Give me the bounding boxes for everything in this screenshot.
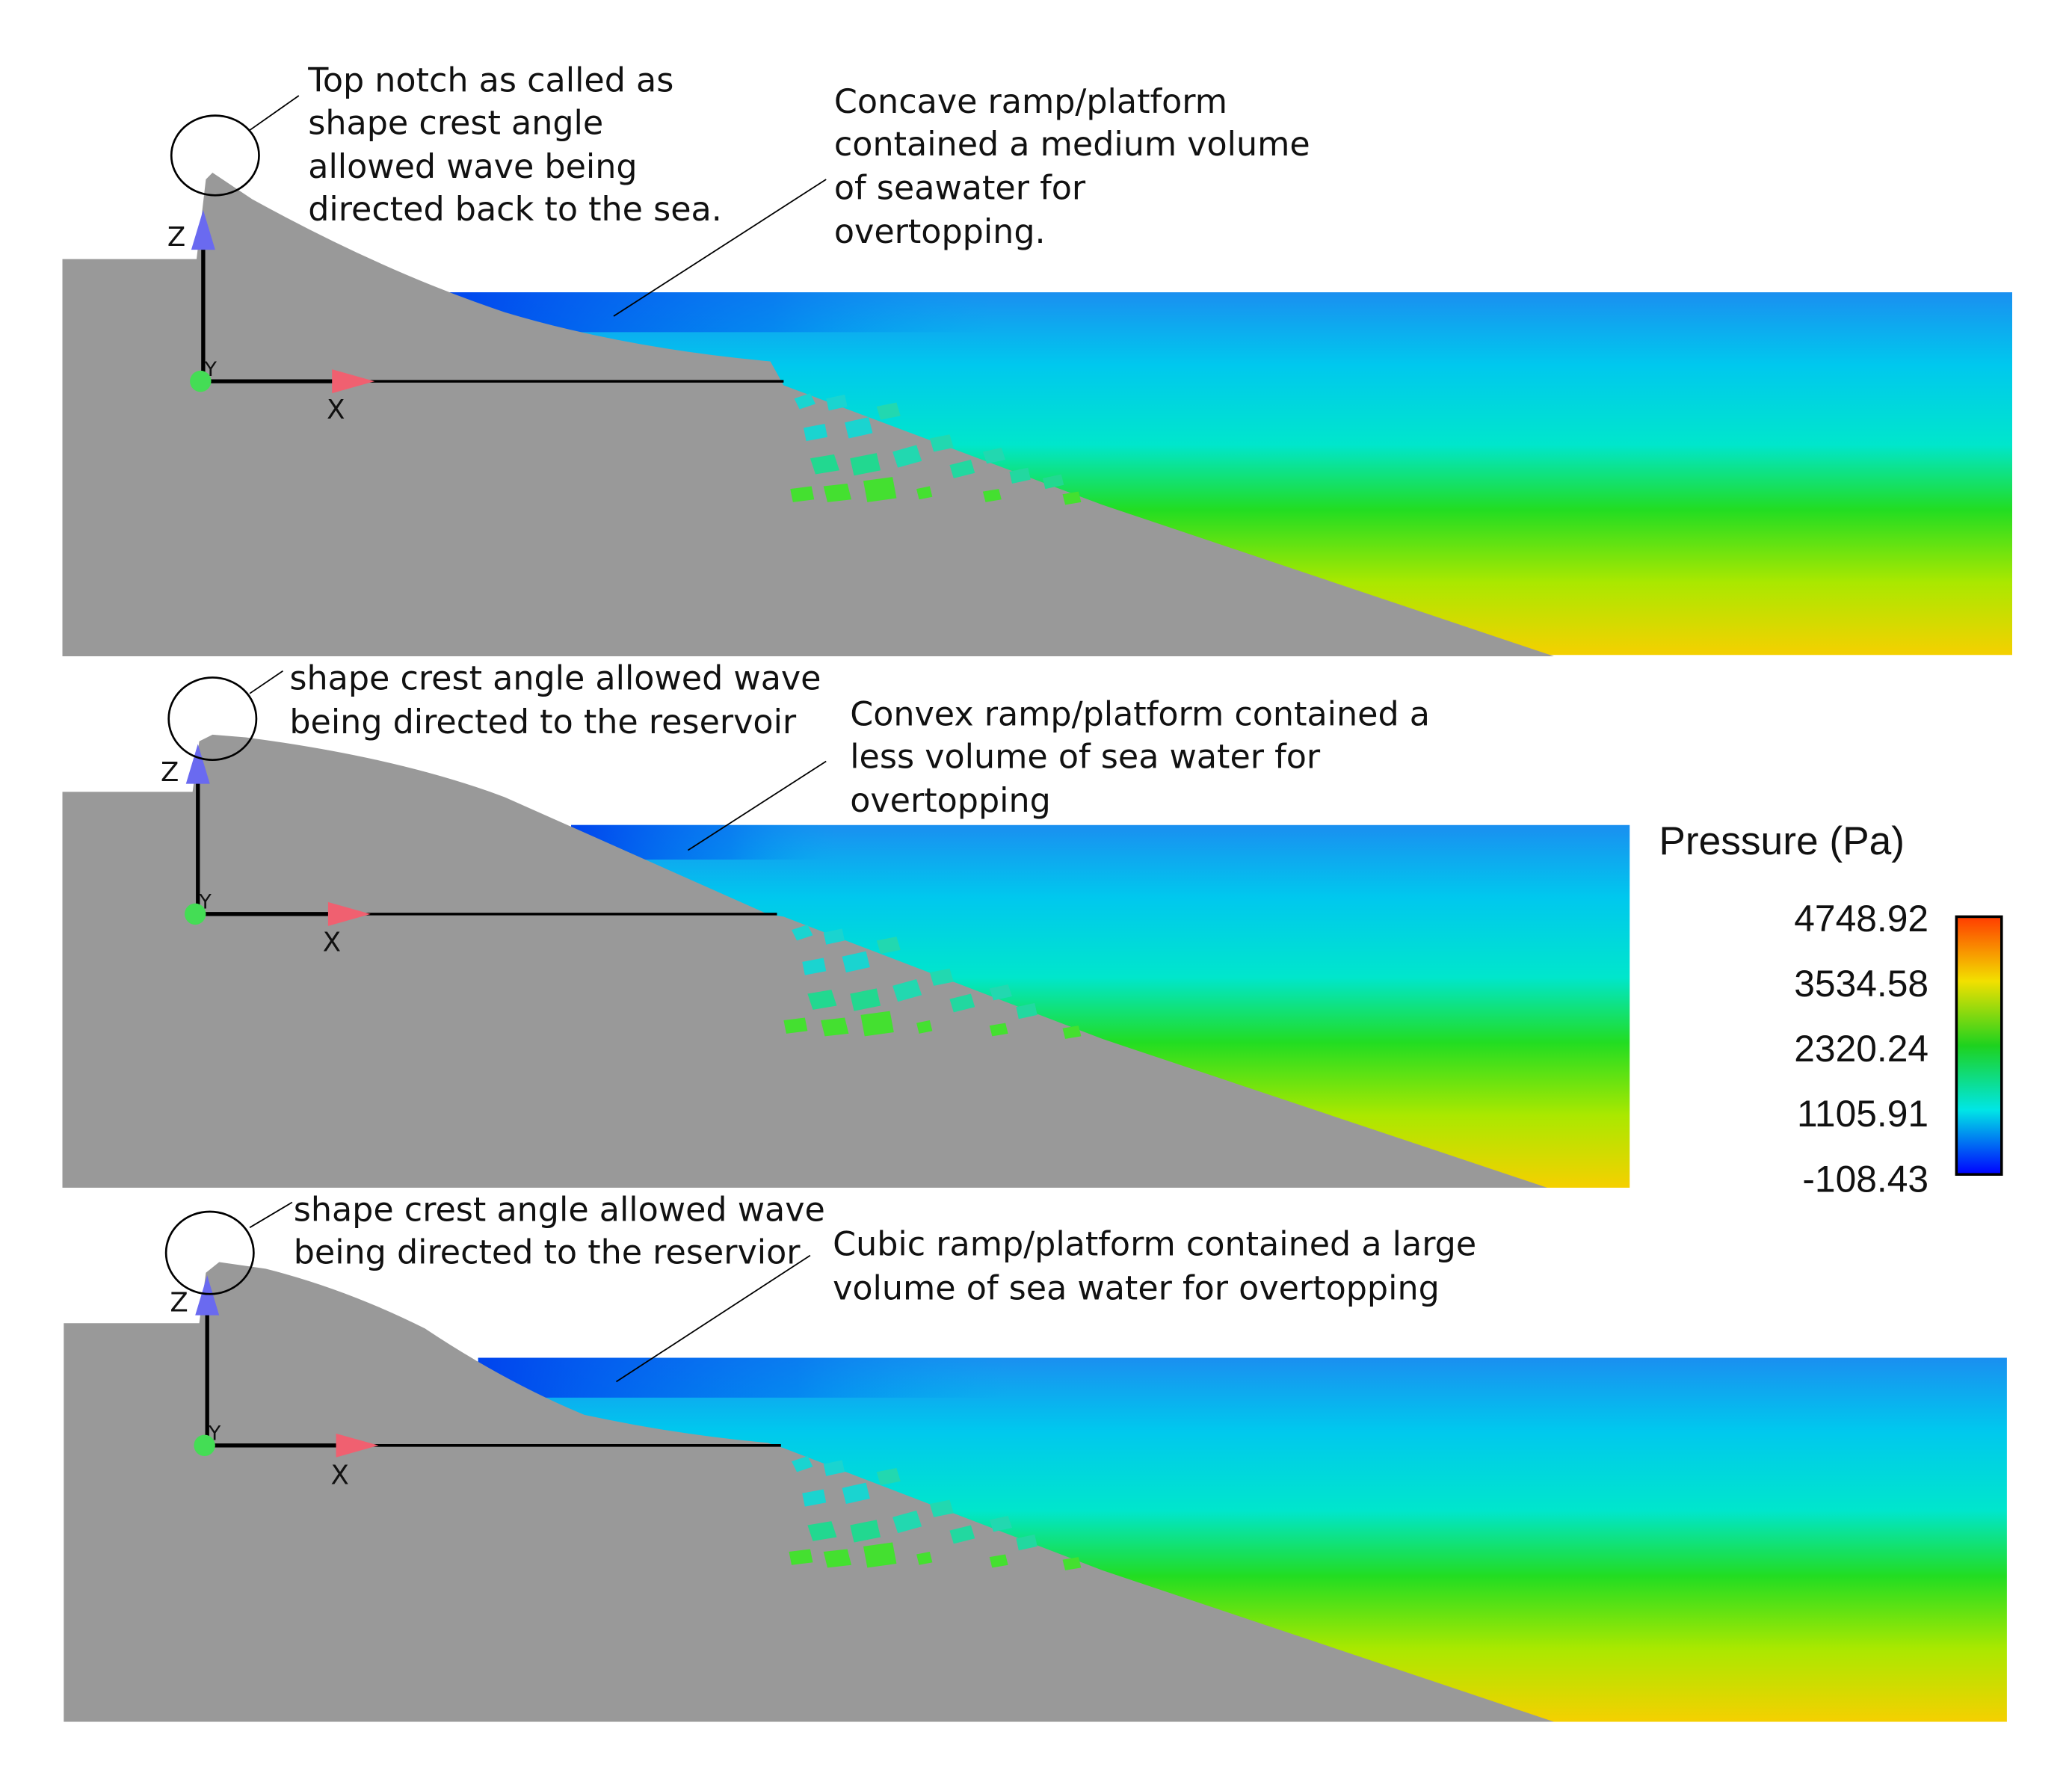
armour-units <box>789 1456 1082 1570</box>
note-line: Concave ramp/platform <box>834 83 1227 121</box>
note-line: Cubic ramp/platform contained a large <box>833 1226 1476 1264</box>
note-line: shape crest angle <box>308 105 603 143</box>
legend-colorbar <box>1955 915 2003 1176</box>
z-axis-label: Z <box>170 1287 188 1318</box>
axis-triad: Z X Y <box>161 744 777 958</box>
breakwater-structure <box>64 1262 1554 1722</box>
note-line: being directed to the reservoir <box>289 703 797 741</box>
crest-notch-circle <box>164 1210 255 1295</box>
breakwater-structure <box>62 734 1548 1188</box>
ramp-leader-line <box>613 179 827 317</box>
legend-tick: 4748.92 <box>1794 898 1928 940</box>
x-axis-arrow <box>327 901 371 926</box>
y-axis-marker <box>184 903 206 925</box>
notch-leader-line <box>249 670 283 694</box>
x-axis-label: X <box>330 1460 348 1490</box>
note-line: shape crest angle allowed wave <box>289 659 821 697</box>
note-line: Convex ramp/platform contained a <box>850 695 1430 733</box>
y-axis-label: Y <box>208 1422 221 1446</box>
x-axis-arrow <box>332 369 375 394</box>
note-line: overtopping <box>850 782 1051 820</box>
z-axis-arrow <box>185 744 210 784</box>
panel-cubic: Z X Y shape crest angle allowed wave bei… <box>64 1191 2007 1722</box>
note-line: contained a medium volume <box>834 126 1310 164</box>
x-axis-arrow <box>336 1433 379 1458</box>
note-line: directed back to the sea. <box>308 191 722 229</box>
note-line: being directed to the reservior <box>294 1233 801 1271</box>
z-axis-label: Z <box>161 757 179 788</box>
pressure-legend: Pressure (Pa) 4748.92 3534.58 2320.24 11… <box>1659 819 2003 1200</box>
notch-note: Top notch as called as shape crest angle… <box>307 62 722 229</box>
axis-triad: Z X Y <box>167 209 784 425</box>
legend-tick: -108.43 <box>1802 1158 1928 1200</box>
note-line: overtopping. <box>834 213 1046 251</box>
legend-tick: 2320.24 <box>1794 1028 1928 1070</box>
note-line: of seawater for <box>834 170 1086 208</box>
y-axis-marker <box>190 370 212 392</box>
note-line: Top notch as called as <box>307 62 673 100</box>
legend-title: Pressure (Pa) <box>1659 819 1905 863</box>
crest-notch-circle <box>170 114 260 197</box>
notch-leader-line <box>249 95 300 131</box>
ramp-leader-line <box>687 760 827 851</box>
note-line: less volume of sea water for <box>850 738 1321 776</box>
armour-units <box>790 393 1082 505</box>
note-line: shape crest angle allowed wave <box>294 1191 825 1229</box>
axis-triad: Z X Y <box>170 1275 781 1490</box>
crest-notch-circle <box>167 676 258 762</box>
ramp-note: Cubic ramp/platform contained a large vo… <box>833 1226 1476 1308</box>
water-surface-layer <box>478 1357 1010 1398</box>
note-line: allowed wave being <box>308 148 637 186</box>
ramp-leader-line <box>615 1254 811 1383</box>
breakwater-structure <box>62 173 1554 657</box>
armour-units <box>783 925 1082 1039</box>
panel-convex: Z X Y shape crest angle allowed wave bei… <box>62 659 1630 1188</box>
note-line: volume of sea water for overtopping <box>833 1269 1440 1307</box>
notch-leader-line <box>249 1201 293 1229</box>
x-axis-label: X <box>323 928 341 958</box>
y-axis-label: Y <box>204 358 218 381</box>
ramp-note: Concave ramp/platform contained a medium… <box>834 83 1310 251</box>
panel-concave: Z X Y Top notch as called as shape crest… <box>62 62 2013 657</box>
z-axis-arrow <box>195 1275 220 1316</box>
y-axis-marker <box>194 1434 215 1457</box>
legend-tick: 3534.58 <box>1794 963 1928 1005</box>
notch-note: shape crest angle allowed wave being dir… <box>289 659 821 741</box>
x-axis-label: X <box>327 395 345 425</box>
z-axis-arrow <box>191 209 215 250</box>
notch-note: shape crest angle allowed wave being dir… <box>294 1191 825 1271</box>
ramp-note: Convex ramp/platform contained a less vo… <box>850 695 1430 820</box>
z-axis-label: Z <box>167 222 185 253</box>
legend-tick: 1105.91 <box>1797 1093 1928 1135</box>
y-axis-label: Y <box>199 891 212 914</box>
